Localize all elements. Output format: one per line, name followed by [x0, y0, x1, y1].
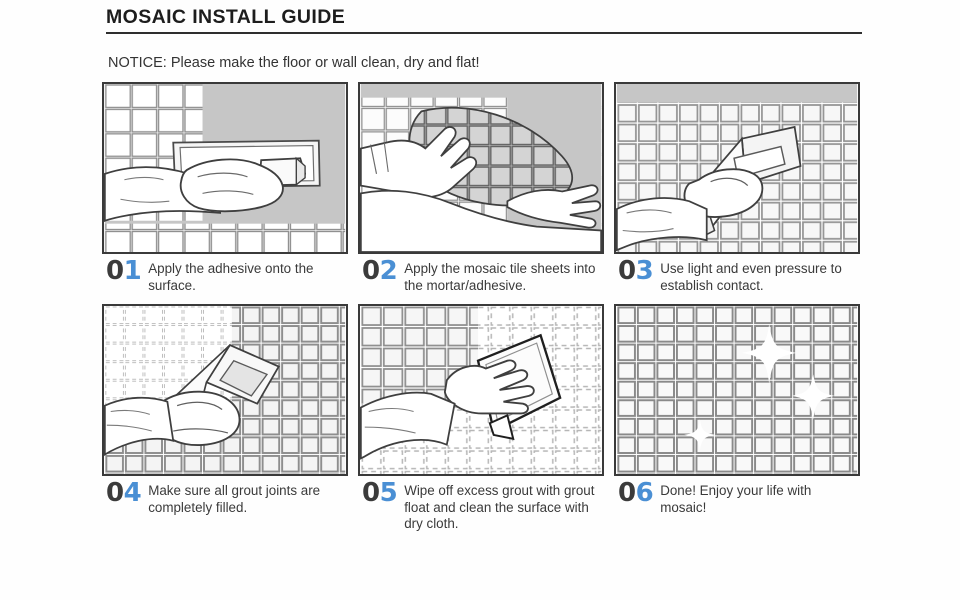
steps-grid: 01 Apply the adhesive onto the surface.: [102, 82, 862, 538]
guide-header: MOSAIC INSTALL GUIDE: [106, 4, 862, 34]
step-number-02: 02: [362, 258, 398, 284]
step-text-04: Make sure all grout joints are completel…: [148, 483, 321, 515]
header-divider: [106, 32, 862, 34]
step-text-03: Use light and even pressure to establish…: [660, 261, 842, 293]
step-illustration-04: [102, 304, 348, 476]
step-text-05: Wipe off excess grout with grout float a…: [404, 483, 595, 531]
step-number-01: 01: [106, 258, 142, 284]
step-text-01: Apply the adhesive onto the surface.: [148, 261, 314, 293]
step-caption-02: 02 Apply the mosaic tile sheets into the…: [358, 258, 604, 294]
step-card-05: 05 Wipe off excess grout with grout floa…: [358, 304, 604, 533]
step-number-zero: 0: [618, 256, 636, 286]
step-card-01: 01 Apply the adhesive onto the surface.: [102, 82, 348, 294]
step-number-digit: 1: [123, 256, 142, 286]
step-text-06: Done! Enjoy your life with mosaic!: [660, 483, 812, 515]
step-card-04: 04 Make sure all grout joints are comple…: [102, 304, 348, 533]
step-number-digit: 2: [379, 256, 398, 286]
step-number-zero: 0: [106, 256, 124, 286]
step-illustration-01: [102, 82, 348, 254]
step-card-03: 03 Use light and even pressure to establ…: [614, 82, 860, 294]
step-illustration-02: [358, 82, 604, 254]
steps-row-top: 01 Apply the adhesive onto the surface.: [102, 82, 862, 294]
step-number-06: 06: [618, 480, 654, 506]
page-title: MOSAIC INSTALL GUIDE: [106, 6, 346, 28]
steps-row-bottom: 04 Make sure all grout joints are comple…: [102, 304, 862, 533]
step-caption-01: 01 Apply the adhesive onto the surface.: [102, 258, 348, 294]
step-number-digit: 5: [379, 478, 398, 508]
step-number-zero: 0: [106, 478, 124, 508]
step-illustration-03: [614, 82, 860, 254]
step-number-zero: 0: [362, 478, 380, 508]
notice-text: NOTICE: Please make the floor or wall cl…: [108, 55, 480, 71]
step-number-digit: 3: [635, 256, 654, 286]
step-number-04: 04: [106, 480, 142, 506]
step-card-02: 02 Apply the mosaic tile sheets into the…: [358, 82, 604, 294]
step-caption-05: 05 Wipe off excess grout with grout floa…: [358, 480, 604, 533]
step-illustration-05: [358, 304, 604, 476]
step-number-digit: 6: [635, 478, 654, 508]
step-illustration-06: [614, 304, 860, 476]
step-caption-04: 04 Make sure all grout joints are comple…: [102, 480, 348, 516]
step-number-digit: 4: [123, 478, 142, 508]
step-number-05: 05: [362, 480, 398, 506]
step-caption-03: 03 Use light and even pressure to establ…: [614, 258, 860, 294]
step-number-zero: 0: [362, 256, 380, 286]
step-number-03: 03: [618, 258, 654, 284]
step-caption-06: 06 Done! Enjoy your life with mosaic!: [614, 480, 860, 516]
step-number-zero: 0: [618, 478, 636, 508]
step-card-06: 06 Done! Enjoy your life with mosaic!: [614, 304, 860, 533]
step-text-02: Apply the mosaic tile sheets into the mo…: [404, 261, 596, 293]
